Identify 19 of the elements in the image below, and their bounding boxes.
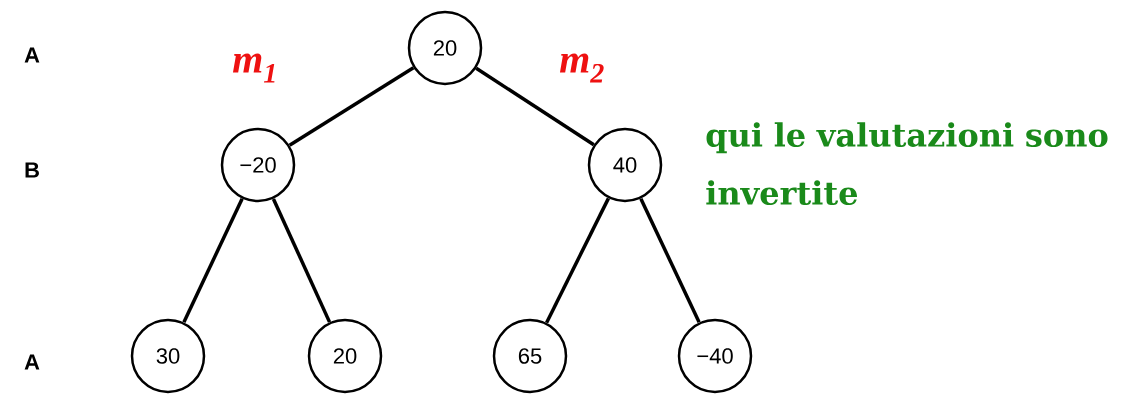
tree-edge <box>475 66 595 147</box>
tree-edge <box>271 198 332 323</box>
tree-node: 20 <box>407 10 483 86</box>
move-label: m$_{1}$ <box>232 53 275 83</box>
tree-node: −20 <box>220 127 296 203</box>
note-text: qui le valutazioni sono invertite <box>706 122 1108 205</box>
tree-edge <box>288 66 415 147</box>
move-label: m$_{2}$ <box>559 53 604 83</box>
tree-edge <box>545 197 610 324</box>
level-label: A <box>24 354 40 370</box>
tree-node: −40 <box>677 318 753 394</box>
tree-edge <box>182 197 244 324</box>
tree-edge <box>639 197 701 324</box>
tree-node: 65 <box>492 318 568 394</box>
level-label: A <box>24 47 40 63</box>
tree-node: 20 <box>307 318 383 394</box>
level-label: B <box>25 162 39 178</box>
tree-node: 30 <box>130 318 206 394</box>
tree-node: 40 <box>587 127 663 203</box>
